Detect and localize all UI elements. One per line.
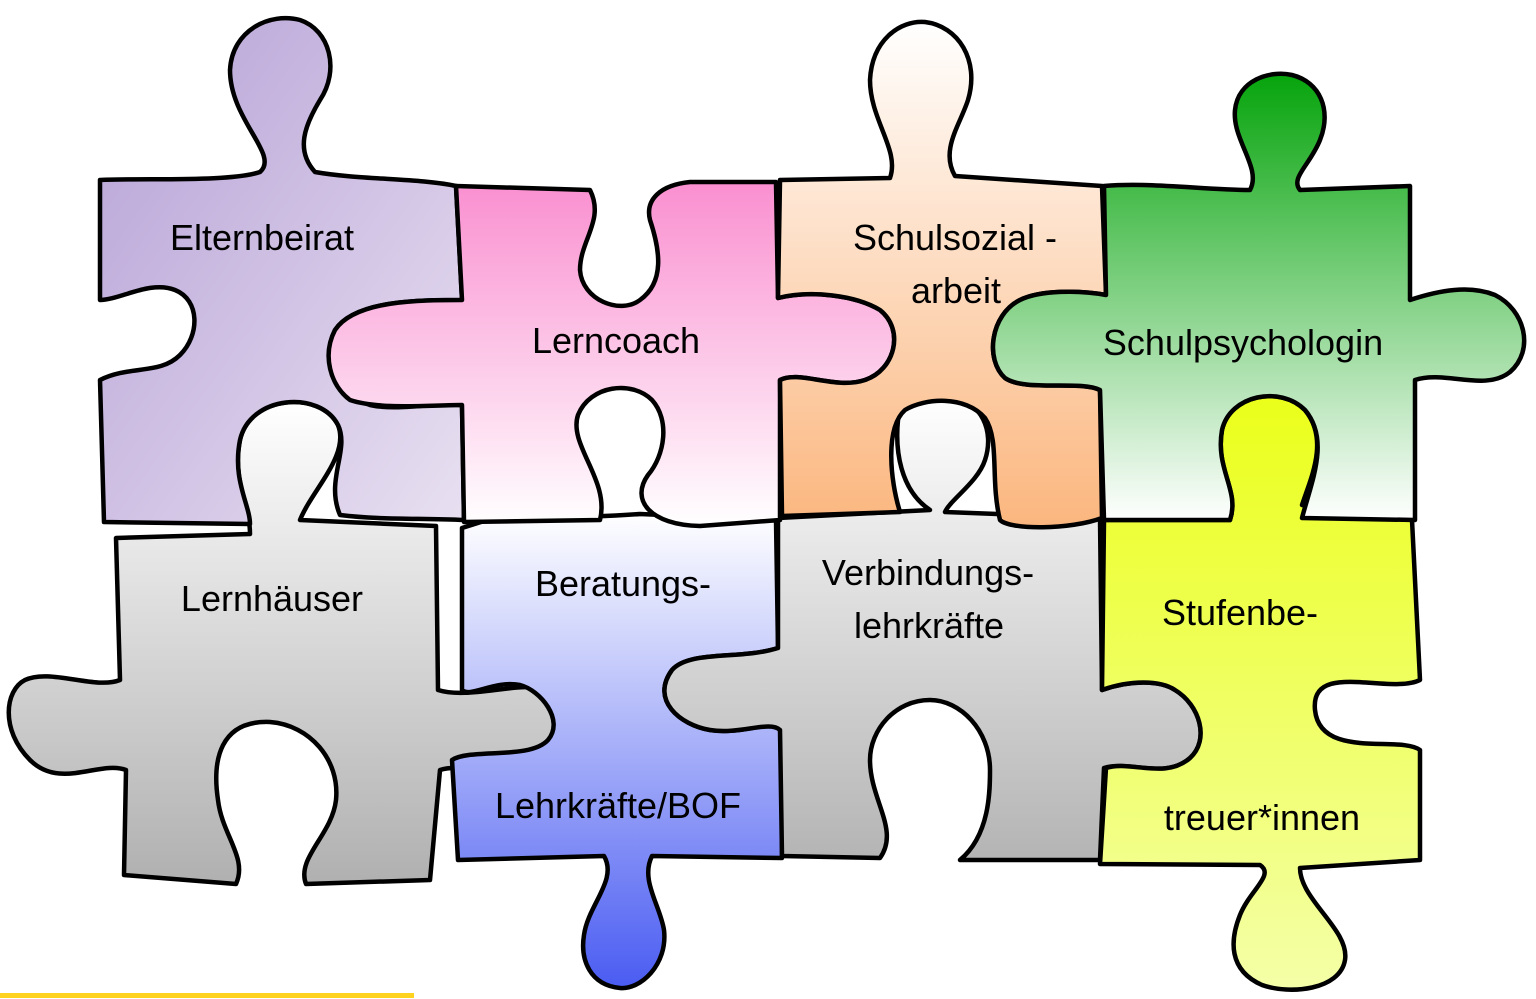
schulsozialarbeit-label-0: Schulsozial - (853, 217, 1057, 258)
puzzle-piece-lerncoach: Lerncoach (326, 179, 897, 529)
beratungslehrkraefte-label-0: Beratungs- (535, 563, 711, 604)
lernhaeuser-label-0: Lernhäuser (181, 578, 363, 619)
schulsozialarbeit-label-1: arbeit (911, 270, 1001, 311)
stufenbetreuer-label-0: Stufenbe- (1162, 592, 1318, 633)
elternbeirat-label-0: Elternbeirat (170, 217, 354, 258)
schulpsychologin-label-0: Schulpsychologin (1103, 322, 1383, 363)
beratungslehrkraefte-label-1: Lehrkräfte/BOF (495, 785, 741, 826)
accent-line (0, 993, 414, 998)
puzzle-piece-schulpsychologin: Schulpsychologin (990, 71, 1527, 523)
lerncoach-label-0: Lerncoach (532, 320, 700, 361)
lerncoach-shape (326, 179, 897, 529)
puzzle-piece-stufenbetreuer: Stufenbe- treuer*innen (1097, 394, 1423, 992)
puzzle-piece-verbindungslehrkraefte: Verbindungs- lehrkräfte (662, 394, 1203, 863)
stufenbetreuer-label-1: treuer*innen (1164, 797, 1360, 838)
puzzle-piece-schulsozialarbeit: Schulsozial - arbeit (775, 19, 1109, 530)
puzzle-piece-beratungslehrkraefte: Beratungs- Lehrkräfte/BOF (449, 511, 785, 991)
verbindungslehrkraefte-label-1: lehrkräfte (854, 605, 1004, 646)
schulpsychologin-shape (990, 71, 1527, 523)
verbindungslehrkraefte-label-0: Verbindungs- (822, 552, 1034, 593)
